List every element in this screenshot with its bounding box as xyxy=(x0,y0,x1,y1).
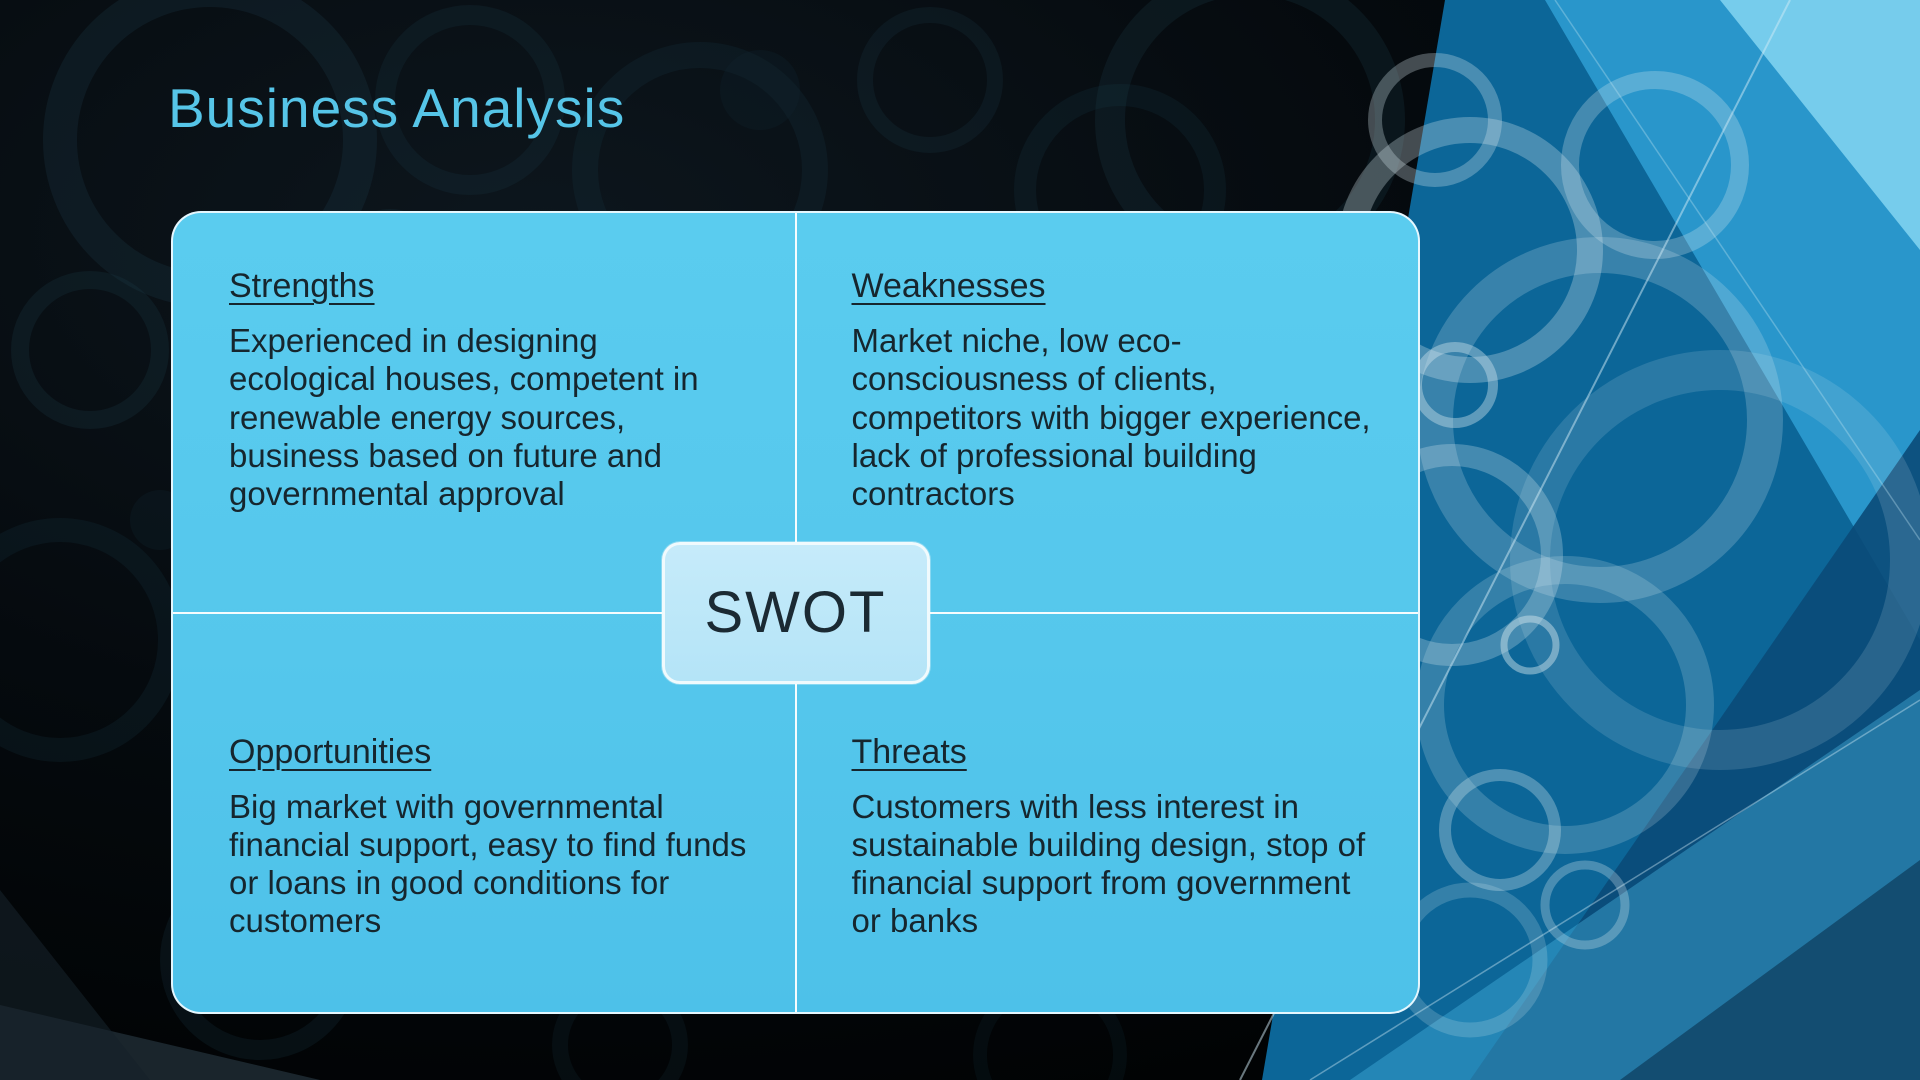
light-ring-decorations xyxy=(1337,53,1920,1038)
quadrant-weaknesses: Weaknesses Market niche, low eco-conscio… xyxy=(796,213,1419,613)
weaknesses-heading: Weaknesses xyxy=(851,267,1046,305)
strengths-body: Experienced in designing ecological hous… xyxy=(229,322,699,513)
strengths-heading: Strengths xyxy=(229,267,375,305)
slide-title: Business Analysis xyxy=(168,77,626,139)
quadrant-strengths: Strengths Experienced in designing ecolo… xyxy=(173,213,796,613)
quadrant-threats: Threats Customers with less interest in … xyxy=(796,613,1419,1013)
blue-shapes xyxy=(1262,0,1920,1080)
swot-center-box: SWOT xyxy=(661,541,930,684)
opportunities-body: Big market with governmental financial s… xyxy=(229,787,747,940)
swot-panel: Strengths Experienced in designing ecolo… xyxy=(171,211,1420,1014)
swot-label: SWOT xyxy=(704,580,887,645)
threats-body: Customers with less interest in sustaina… xyxy=(851,787,1366,940)
quadrant-opportunities: Opportunities Big market with government… xyxy=(173,613,796,1013)
weaknesses-body: Market niche, low eco-consciousness of c… xyxy=(851,322,1371,513)
threats-heading: Threats xyxy=(851,732,967,771)
bottom-left-shapes xyxy=(0,890,320,1080)
opportunities-heading: Opportunities xyxy=(229,732,432,771)
